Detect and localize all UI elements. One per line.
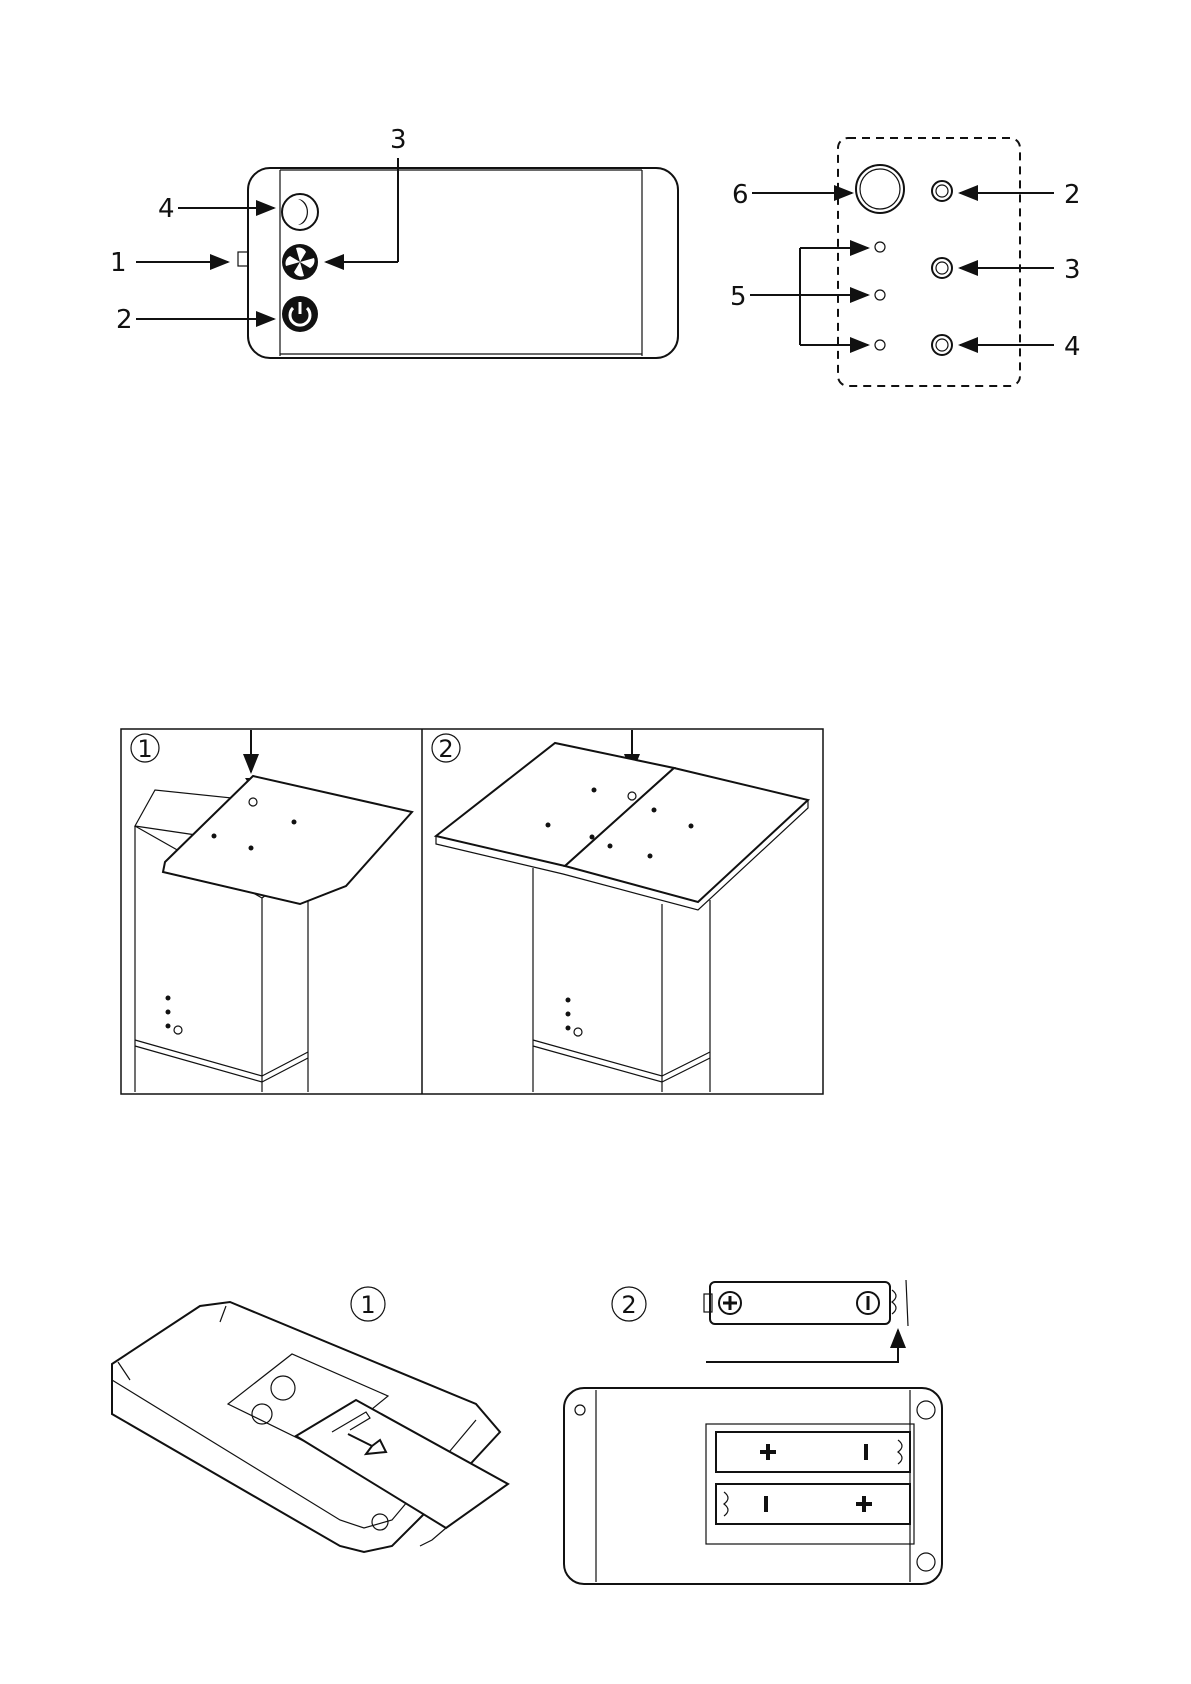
callout-3: 3 bbox=[1064, 255, 1081, 285]
svg-text:2: 2 bbox=[438, 735, 453, 763]
aaa-battery-icon bbox=[704, 1280, 908, 1326]
callout-4: 4 bbox=[158, 194, 175, 224]
svg-text:1: 1 bbox=[137, 735, 152, 763]
callout-2: 2 bbox=[116, 305, 133, 335]
remote-open-cover: 1 bbox=[112, 1287, 508, 1552]
ir-sensor-window bbox=[238, 252, 248, 266]
callout-2: 2 bbox=[1064, 180, 1081, 210]
receiver-window bbox=[856, 165, 904, 213]
remote-battery-bay: 2 bbox=[564, 1280, 942, 1584]
indicator-led bbox=[875, 290, 885, 300]
tabletop-assembly-figure: 1 2 bbox=[121, 729, 823, 1094]
battery-slot-top bbox=[716, 1432, 910, 1472]
control-panel-detail: 6 5 2 3 4 bbox=[730, 138, 1081, 386]
svg-text:1: 1 bbox=[360, 1291, 375, 1319]
callout-6: 6 bbox=[732, 180, 749, 210]
fan-button-icon bbox=[282, 244, 318, 280]
indicator-led bbox=[875, 340, 885, 350]
callout-3: 3 bbox=[390, 125, 407, 155]
callout-5: 5 bbox=[730, 282, 747, 312]
svg-text:2: 2 bbox=[621, 1291, 636, 1319]
battery-insertion-figure: 1 2 bbox=[112, 1280, 942, 1584]
callout-1: 1 bbox=[110, 248, 127, 278]
step-1-panel: 1 bbox=[131, 730, 412, 1092]
step-2-panel: 2 bbox=[432, 730, 808, 1092]
remote-front-view: 4 3 1 2 bbox=[110, 125, 678, 358]
indicator-led bbox=[875, 242, 885, 252]
battery-slot-bottom bbox=[716, 1484, 910, 1524]
callout-4: 4 bbox=[1064, 332, 1081, 362]
power-button-icon bbox=[282, 296, 318, 332]
